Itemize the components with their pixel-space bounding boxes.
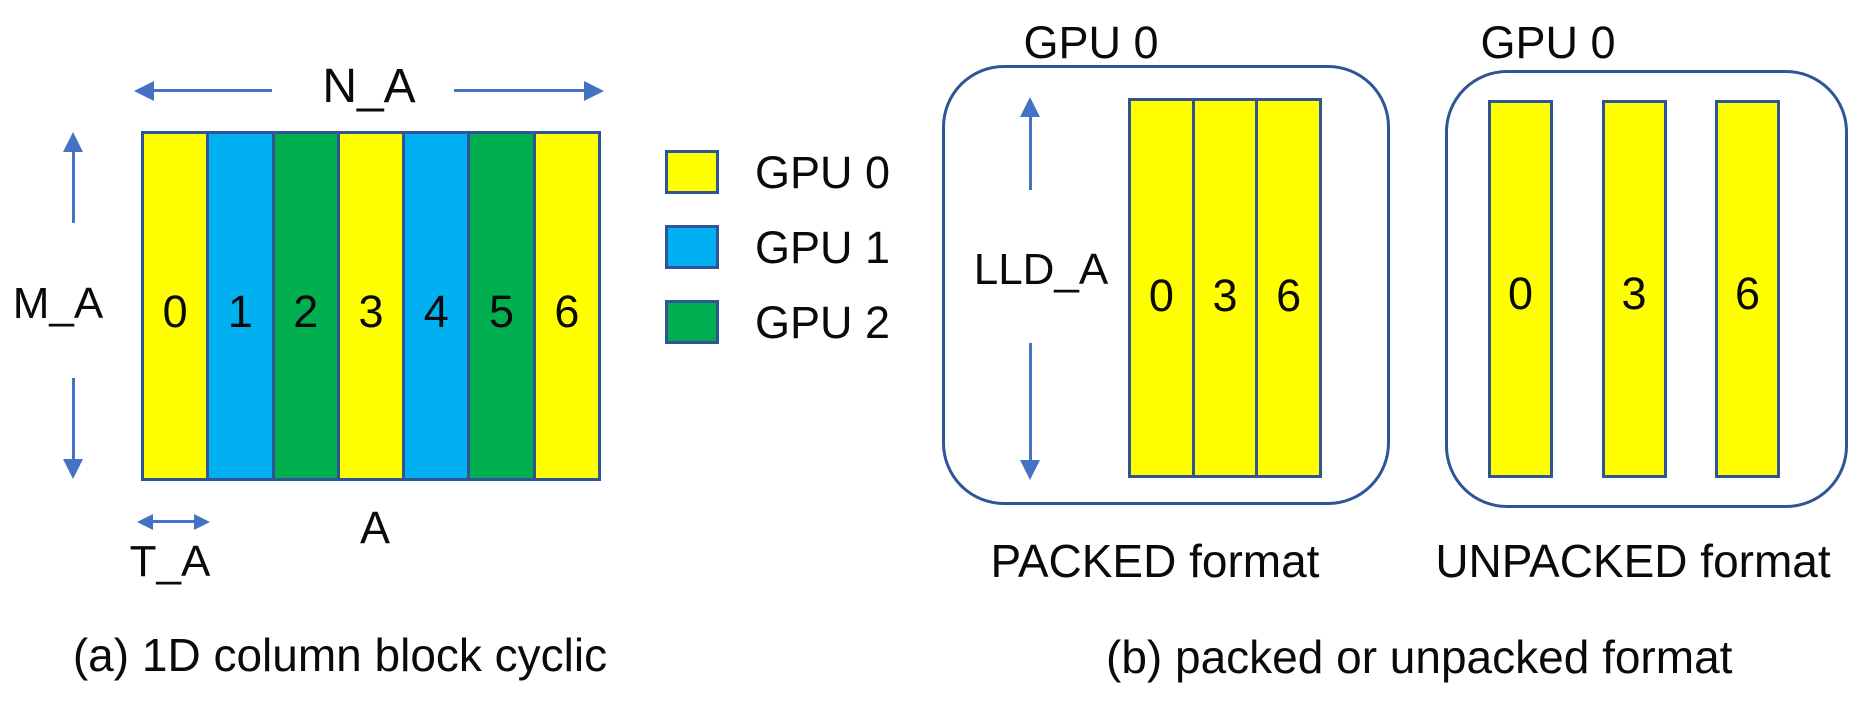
m-a-label: M_A [12,279,104,328]
legend-row-gpu0: GPU 0 [665,146,891,198]
t-a-label: T_A [129,537,211,586]
packed-column-label: 3 [1212,270,1238,321]
lld-a-arrow-upper-segment [1029,115,1032,190]
lld-a-arrowhead-up [1020,97,1040,117]
packed-column-label: 0 [1148,270,1174,321]
m-a-arrowhead-down [63,459,83,479]
legend-label: GPU 1 [755,221,891,273]
n-a-arrow-right-segment [454,89,584,92]
n-a-arrowhead-left [134,81,154,101]
unpacked-column-6: 6 [1715,100,1780,478]
matrix-a-column-3: 3 [336,131,406,481]
m-a-arrowhead-up [63,132,83,152]
caption-b: (b) packed or unpacked format [1106,631,1733,683]
matrix-a-column-label: 6 [554,286,580,337]
caption-a: (a) 1D column block cyclic [72,629,608,681]
packed-column-6: 6 [1255,98,1323,478]
lld-a-label: LLD_A [973,245,1109,294]
m-a-arrow-upper-segment [72,150,75,223]
matrix-a-column-1: 1 [206,131,275,481]
matrix-a-column-2: 2 [271,131,340,481]
lld-a-arrowhead-down [1020,460,1040,480]
legend-label: GPU 0 [755,146,891,198]
n-a-arrowhead-right [584,81,604,101]
matrix-a-column-0: 0 [141,131,210,481]
matrix-a-column-label: 3 [358,286,384,337]
unpacked-gpu-box [1445,70,1848,508]
unpacked-gpu-title: GPU 0 [1480,17,1616,68]
unpacked-column-0: 0 [1488,100,1553,478]
matrix-a-column-label: 2 [293,286,319,337]
packed-gpu-box [942,65,1390,505]
packed-format-label: PACKED format [990,535,1320,587]
packed-column-3: 3 [1191,98,1259,478]
matrix-a-column-label: 1 [227,286,253,337]
n-a-label: N_A [322,60,416,113]
matrix-a-column-4: 4 [402,131,471,481]
legend-swatch-gpu0 [665,150,719,194]
t-a-arrowhead-left [137,514,153,530]
matrix-a-column-label: 4 [423,286,449,337]
legend-row-gpu2: GPU 2 [665,296,891,348]
packed-column-0: 0 [1128,98,1195,478]
legend-swatch-gpu2 [665,300,719,344]
n-a-arrow-left-segment [152,89,272,92]
matrix-a-column-6: 6 [532,131,601,481]
packed-column-label: 6 [1276,270,1302,321]
unpacked-column-label: 3 [1621,268,1647,319]
unpacked-column-label: 0 [1507,268,1534,319]
m-a-arrow-lower-segment [72,378,75,459]
unpacked-format-label: UNPACKED format [1435,535,1831,587]
matrix-a-name-label: A [359,502,390,553]
unpacked-column-label: 6 [1734,268,1761,319]
lld-a-arrow-lower-segment [1029,343,1032,460]
legend-swatch-gpu1 [665,225,719,269]
matrix-a-column-label: 0 [162,286,188,337]
packed-gpu-title: GPU 0 [1023,17,1159,68]
unpacked-column-3: 3 [1601,100,1667,478]
t-a-arrow-line [152,520,195,523]
legend-label: GPU 2 [755,296,891,348]
matrix-a-column-label: 5 [489,286,515,337]
unpacked-columns: 0 3 6 [1488,100,1780,478]
matrix-a-column-5: 5 [467,131,536,481]
legend-row-gpu1: GPU 1 [665,221,891,273]
t-a-arrowhead-right [194,514,210,530]
